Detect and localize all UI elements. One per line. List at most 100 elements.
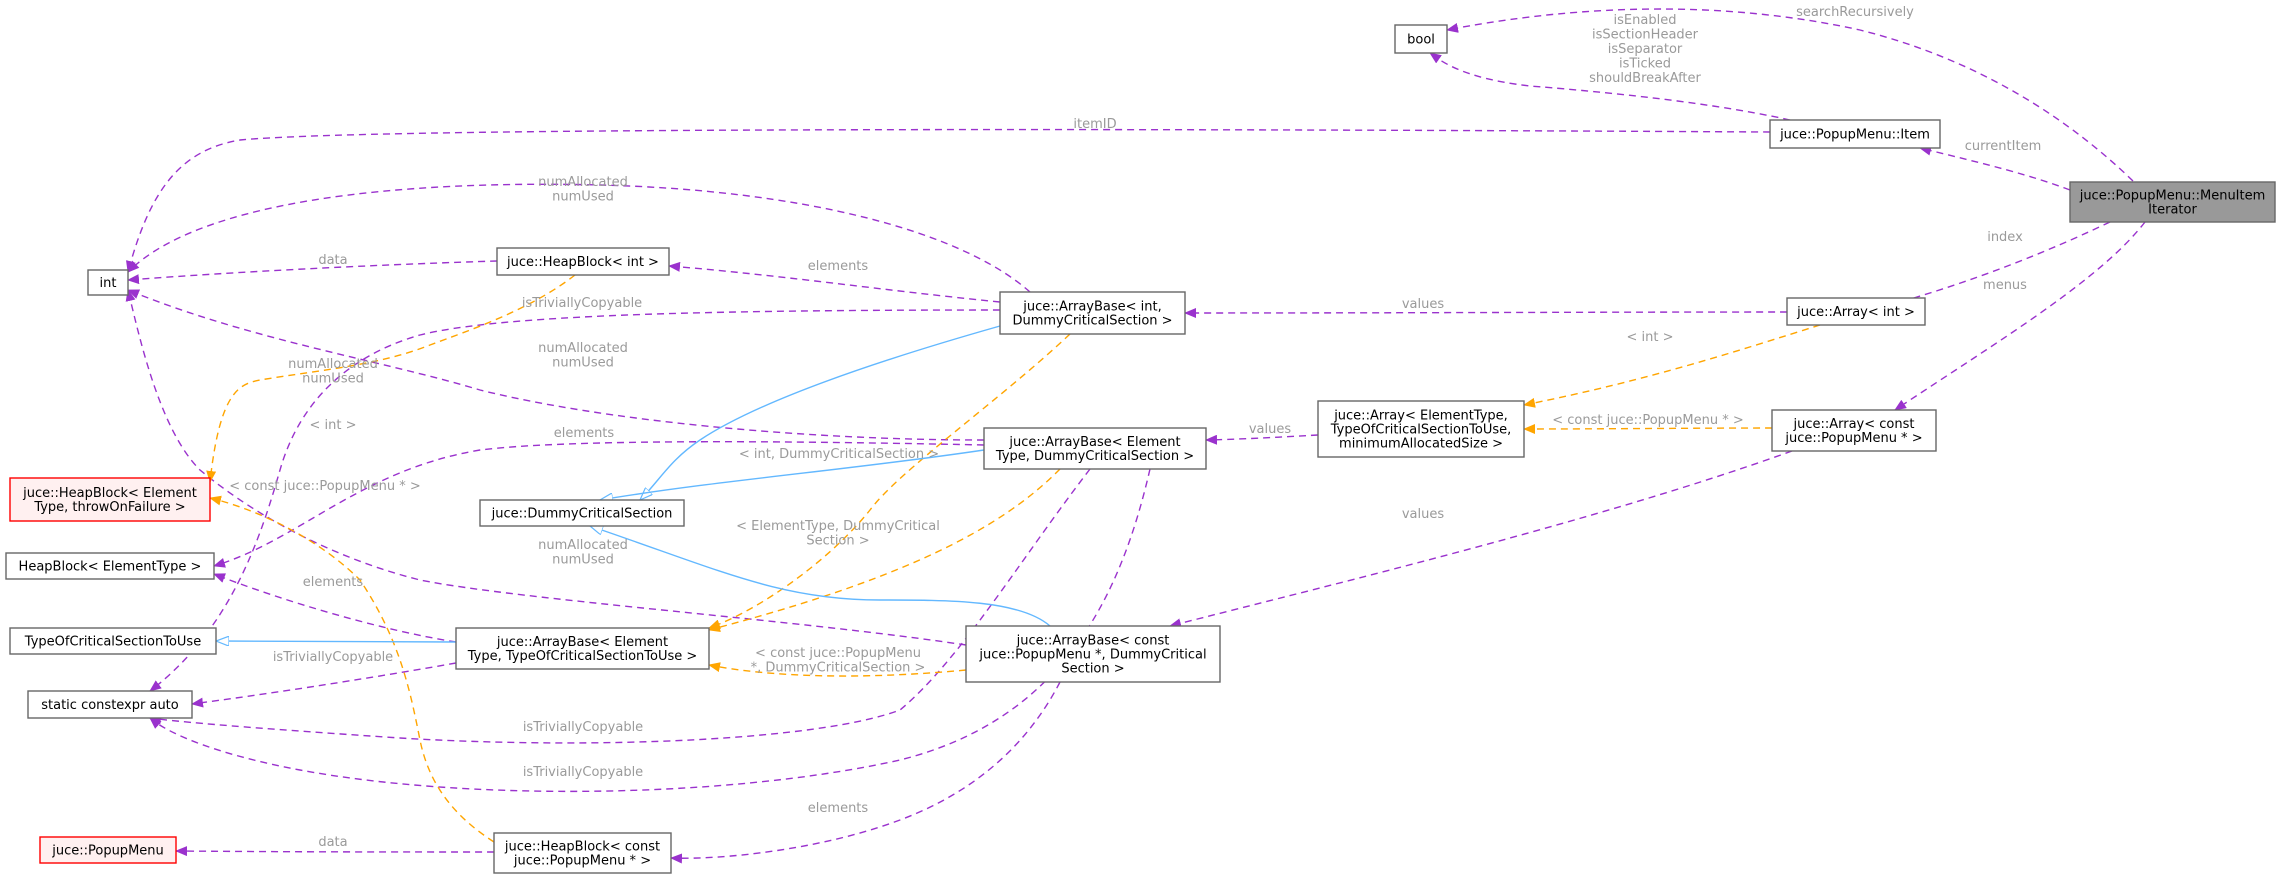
usage-edge-20 xyxy=(670,681,1061,864)
usage-edge-6 xyxy=(127,183,1031,293)
edge-label-tmpl-const-ab: < const juce::PopupMenu xyxy=(755,646,921,661)
usage-edge-11 xyxy=(127,289,985,441)
edge-label-tmpl-const-arr: < const juce::PopupMenu * > xyxy=(1552,413,1744,428)
edge-label-search-recursively: searchRecursively xyxy=(1796,5,1914,20)
node-label: juce::PopupMenu * > xyxy=(513,854,651,869)
node-arr-generic[interactable]: juce::Array< ElementType,TypeOfCriticalS… xyxy=(1317,400,1525,458)
edge-label-menus: menus xyxy=(1983,278,2027,293)
node-heap-generic[interactable]: juce::HeapBlock< ElementType, throwOnFai… xyxy=(9,477,211,522)
edge-label-ab-int-num: numAllocated xyxy=(538,175,628,190)
edge-label-arr-const-values: values xyxy=(1402,507,1445,522)
node-label: juce::Array< int > xyxy=(1796,305,1915,320)
edge-label-ab-generic-triv: isTriviallyCopyable xyxy=(273,650,393,665)
edge-label-ab-generic-num: numAllocated xyxy=(288,357,378,372)
usage-edge-17 xyxy=(125,289,967,646)
edge-label-heap-const-data: data xyxy=(318,835,347,850)
usage-edge-21 xyxy=(175,846,495,857)
node-label: juce::ArrayBase< int, xyxy=(1022,300,1162,315)
edge-label-ab-elem-triv: isTriviallyCopyable xyxy=(523,720,643,735)
node-label: juce::HeapBlock< Element xyxy=(22,486,197,501)
usage-edge-3 xyxy=(1919,145,2071,191)
edge-label-tmpl-const-heap: < const juce::PopupMenu * > xyxy=(229,479,421,494)
edge-label-tmpl-elem-dummy: < ElementType, DummyCritical xyxy=(736,519,940,534)
node-label: juce::ArrayBase< Element xyxy=(1008,435,1180,450)
edge-label-ab-elem-elements: elements xyxy=(554,426,615,441)
edge-label-item-bools: isEnabled xyxy=(1614,13,1677,28)
usage-edge-14 xyxy=(149,468,1091,744)
node-dummy-cs[interactable]: juce::DummyCriticalSection xyxy=(479,499,685,527)
node-heap-elem[interactable]: HeapBlock< ElementType > xyxy=(5,552,215,580)
node-item[interactable]: juce::PopupMenu::Item xyxy=(1769,119,1941,149)
edge-label-item-bools: isSectionHeader xyxy=(1592,28,1699,43)
edge-label-tmpl-int-arr: < int > xyxy=(1627,330,1674,345)
node-label: minimumAllocatedSize > xyxy=(1339,437,1503,452)
node-label: juce::DummyCriticalSection xyxy=(491,507,673,522)
usage-edge-8 xyxy=(668,261,1001,303)
tmpl-edge-24 xyxy=(206,274,576,483)
edge-label-index: index xyxy=(1987,230,2023,245)
tmpl-edge-26 xyxy=(708,468,1061,633)
edge-label-item-bools: isTicked xyxy=(1619,57,1671,72)
usage-edge-1 xyxy=(1429,52,1791,121)
edge-label-tmpl-int-heap: < int > xyxy=(310,418,357,433)
node-label: bool xyxy=(1407,33,1435,48)
node-label: juce::ArrayBase< Element xyxy=(496,635,668,650)
node-label: static constexpr auto xyxy=(41,698,179,713)
edge-label-ab-generic-elements: elements xyxy=(303,575,364,590)
node-arr-int[interactable]: juce::Array< int > xyxy=(1786,297,1926,326)
node-label: HeapBlock< ElementType > xyxy=(19,560,202,575)
usage-edge-16 xyxy=(1169,450,1793,629)
inherit-edge-29 xyxy=(640,325,1001,500)
inherit-edge-30 xyxy=(600,449,985,500)
inherit-edge-32 xyxy=(216,641,457,642)
edge-label-ab-const-elements: elements xyxy=(808,801,869,816)
usage-edge-0 xyxy=(1446,8,2134,182)
node-int[interactable]: int xyxy=(87,269,129,296)
usage-edge-5 xyxy=(1894,221,2146,411)
node-label: juce::PopupMenu * > xyxy=(1784,431,1922,446)
node-heap-int[interactable]: juce::HeapBlock< int > xyxy=(496,247,670,276)
usage-edge-10 xyxy=(1184,307,1788,318)
node-label: juce::PopupMenu xyxy=(51,844,164,859)
edge-label-ab-const-num: numAllocated xyxy=(538,538,628,553)
usage-edge-12 xyxy=(213,441,985,568)
node-label: juce::Array< ElementType, xyxy=(1333,409,1508,424)
edge-label-tmpl-int-dummy: < int, DummyCriticalSection > xyxy=(739,447,939,462)
node-label: Iterator xyxy=(2148,203,2197,218)
node-label: Type, TypeOfCriticalSectionToUse > xyxy=(467,649,698,664)
node-label: juce::PopupMenu::Item xyxy=(1779,128,1930,143)
tmpl-edge-27 xyxy=(708,662,967,677)
node-ab-int[interactable]: juce::ArrayBase< int,DummyCriticalSectio… xyxy=(999,291,1186,335)
node-ab-generic[interactable]: juce::ArrayBase< ElementType, TypeOfCrit… xyxy=(455,627,710,670)
node-static-auto[interactable]: static constexpr auto xyxy=(27,690,193,719)
node-bool[interactable]: bool xyxy=(1394,24,1448,54)
node-typeofcs[interactable]: TypeOfCriticalSectionToUse xyxy=(9,627,217,655)
usage-edge-2 xyxy=(126,128,1771,273)
edge-label-ab-elem-num: numUsed xyxy=(552,356,614,371)
usage-edge-4 xyxy=(1889,221,2111,307)
usage-edge-13 xyxy=(1205,434,1319,445)
node-label: Section > xyxy=(1061,662,1124,677)
node-label: Type, DummyCriticalSection > xyxy=(995,449,1194,464)
tmpl-edge-22 xyxy=(1523,324,1821,408)
node-label: juce::ArrayBase< const xyxy=(1016,634,1170,649)
edge-label-tmpl-const-ab: *, DummyCriticalSection > xyxy=(751,661,926,676)
edge-label-ab-int-triv: isTriviallyCopyable xyxy=(522,296,642,311)
node-label: TypeOfCriticalSectionToUse xyxy=(24,635,201,650)
edge-label-ab-const-triv: isTriviallyCopyable xyxy=(523,765,643,780)
tmpl-edge-23 xyxy=(1523,423,1773,434)
node-label: int xyxy=(100,276,117,291)
node-ab-elem-dummy[interactable]: juce::ArrayBase< ElementType, DummyCriti… xyxy=(983,427,1207,470)
node-label: juce::HeapBlock< const xyxy=(504,840,660,855)
node-popupmenu[interactable]: juce::PopupMenu xyxy=(39,836,177,864)
edge-label-ab-const-num: numUsed xyxy=(552,553,614,568)
edge-label-item-id: itemID xyxy=(1073,117,1116,132)
edge-label-heap-int-data: data xyxy=(318,253,347,268)
usage-edge-18 xyxy=(213,573,457,643)
edge-label-tmpl-elem-dummy: Section > xyxy=(806,534,869,549)
